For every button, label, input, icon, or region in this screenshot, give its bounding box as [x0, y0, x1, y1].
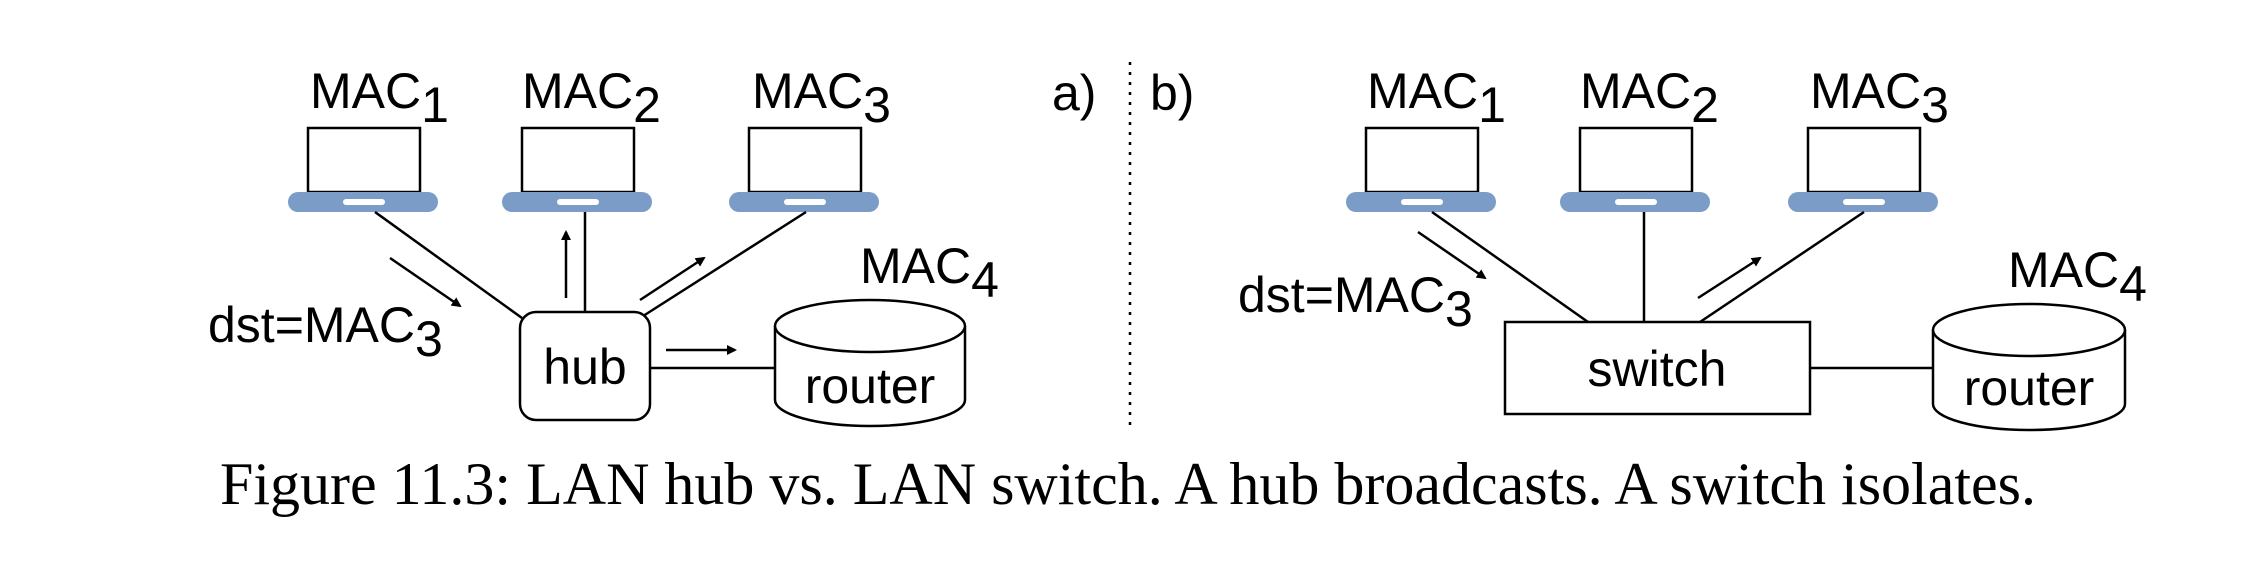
router-b-mac-label: MAC4	[2008, 242, 2147, 312]
laptop-1-icon	[288, 126, 438, 212]
panel-b-label: b)	[1150, 65, 1194, 121]
laptop-2-icon-b	[1560, 126, 1710, 212]
figure-caption: Figure 11.3: LAN hub vs. LAN switch. A h…	[220, 451, 2036, 517]
link-host3-hub	[639, 210, 807, 320]
laptop-3-icon	[729, 126, 879, 212]
link-host1-switch	[1431, 210, 1589, 324]
host-3-mac-label-b: MAC3	[1810, 63, 1949, 133]
host-3-mac-label: MAC3	[752, 63, 891, 133]
router-a-icon	[773, 298, 967, 428]
router-a-label: router	[805, 358, 936, 414]
laptop-2-icon	[502, 126, 652, 212]
arrow-frame-in-b	[1417, 230, 1487, 280]
host-1-mac-label: MAC1	[310, 63, 449, 133]
host-2-mac-label: MAC2	[522, 63, 661, 133]
dst-label-a: dst=MAC3	[208, 297, 443, 367]
hub-box	[518, 310, 652, 422]
arrow-frame-in	[389, 256, 462, 308]
router-a-mac-label: MAC4	[860, 238, 999, 308]
host-1-mac-label-b: MAC1	[1367, 63, 1506, 133]
router-b-label: router	[1964, 360, 2095, 416]
panel-b: b) MAC1 MAC2 MAC3 switch	[1150, 63, 2147, 432]
arrow-to-host3-b	[1697, 256, 1762, 300]
host-2-mac-label-b: MAC2	[1580, 63, 1719, 133]
switch-label: switch	[1588, 341, 1727, 397]
link-host3-switch	[1699, 210, 1865, 324]
link-host1-hub	[374, 210, 523, 320]
panel-a-label: a)	[1052, 65, 1096, 121]
arrow-to-host3	[639, 256, 706, 302]
dst-label-b: dst=MAC3	[1238, 267, 1473, 337]
laptop-1-icon-b	[1346, 126, 1496, 212]
laptop-3-icon-b	[1788, 126, 1938, 212]
router-b-icon	[1931, 302, 2127, 432]
panel-a: MAC1 MAC2 MAC3 hub	[208, 63, 1096, 428]
hub-label: hub	[543, 339, 626, 395]
switch-box	[1503, 320, 1812, 416]
